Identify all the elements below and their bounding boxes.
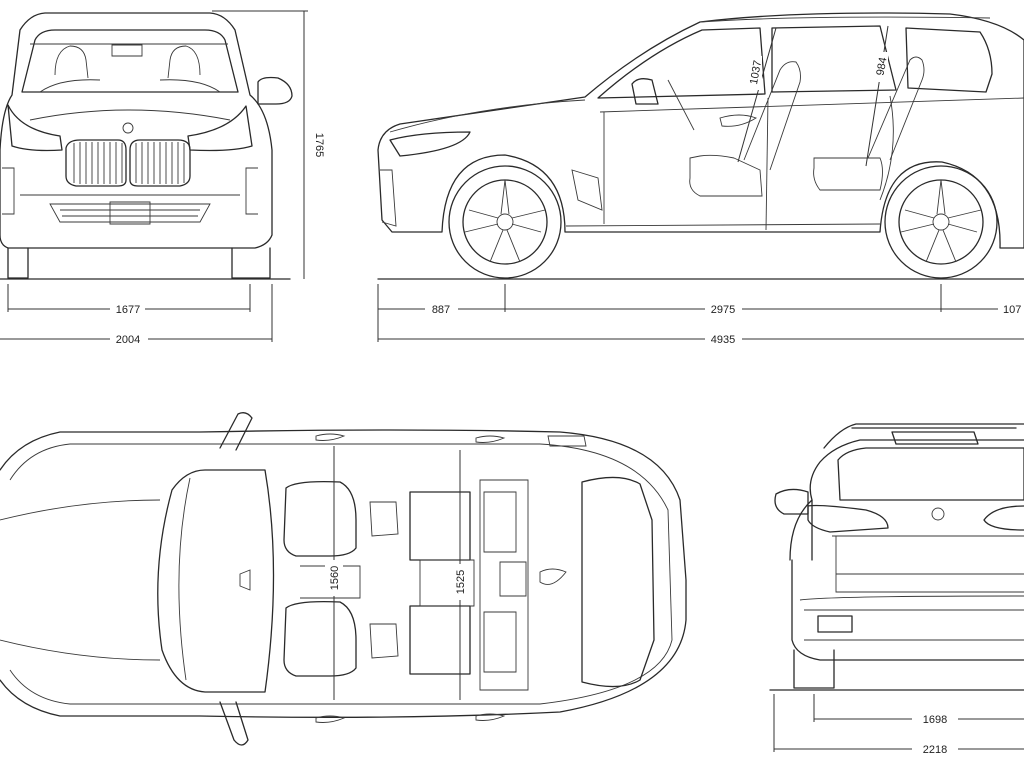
top-view xyxy=(0,412,687,746)
rear-view xyxy=(769,423,1024,691)
side-view-dimension-labels: 1037 984 887 2975 107 4935 xyxy=(377,52,1024,346)
top-view-dimension-labels: 1560 1525 xyxy=(325,560,469,600)
rear-overhang-label: 107 xyxy=(1003,304,1021,316)
rear-view-dimension-labels: 1698 2218 xyxy=(773,694,1024,756)
width-with-mirrors-label: 2004 xyxy=(116,334,140,346)
front-track-label: 1677 xyxy=(116,304,140,316)
length-label: 4935 xyxy=(711,334,735,346)
side-view xyxy=(377,12,1024,280)
front-view xyxy=(0,10,308,280)
front-headroom-label: 1037 xyxy=(748,59,764,85)
wheelbase-label: 2975 xyxy=(711,304,735,316)
front-view-dimension-labels: 1765 1677 2004 xyxy=(0,133,325,346)
rear-width-label: 2218 xyxy=(923,744,947,756)
front-overhang-label: 887 xyxy=(432,304,450,316)
rear-headroom-label: 984 xyxy=(875,56,890,76)
front-shoulder-width-label: 1560 xyxy=(329,566,341,590)
rear-shoulder-width-label: 1525 xyxy=(455,570,467,594)
rear-track-label: 1698 xyxy=(923,714,947,726)
height-label: 1765 xyxy=(313,133,325,157)
